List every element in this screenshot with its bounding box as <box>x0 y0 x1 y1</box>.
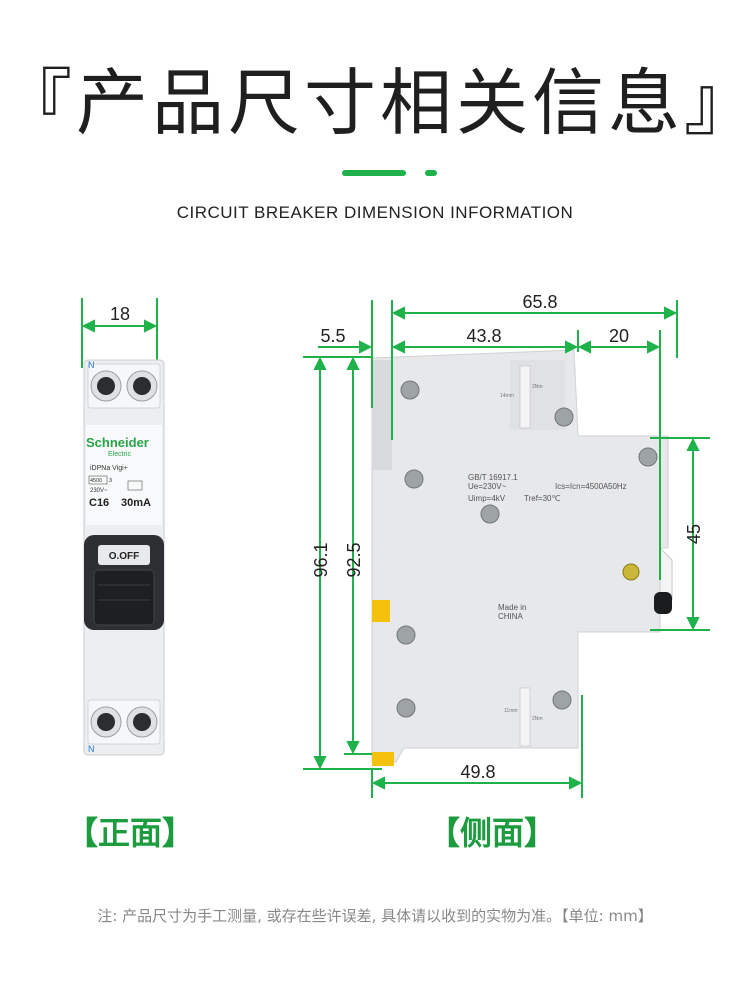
rating-box <box>88 475 108 485</box>
origin-country-text: CHINA <box>498 612 524 621</box>
front-breaker-body <box>83 359 165 756</box>
current-rating: C16 <box>89 497 109 509</box>
dim-middle-width: 43.8 <box>466 326 501 346</box>
torque-bottom: 2Nm <box>532 716 543 722</box>
side-view-label: 【侧面】 <box>428 814 557 852</box>
brand-sub: Electric <box>108 451 131 458</box>
subtitle: CIRCUIT BREAKER DIMENSION INFORMATION <box>176 203 574 222</box>
accent-bar-long <box>342 170 406 176</box>
dim-right-width: 20 <box>609 326 629 346</box>
standard-text: GB/T 16917.1 <box>468 473 518 482</box>
uimp-text: Uimp=4kV <box>468 494 506 503</box>
rating-box-value: 4500 <box>90 478 102 484</box>
front-width-value: 18 <box>110 304 130 324</box>
torque-top: 2Nm <box>532 384 543 390</box>
model-label: iDPNa Vigi+ <box>90 465 128 472</box>
front-bottom-terminal-mark: N <box>88 744 95 754</box>
dim-total-height: 96.1 <box>311 542 331 577</box>
ics-text: Ics=Icn=4500A <box>555 482 609 491</box>
dim-right-height: 45 <box>684 524 704 544</box>
strip-length-top: 14mm <box>500 393 514 399</box>
page-title: 『产品尺寸相关信息』 <box>0 61 750 145</box>
brand-logo: Schneider <box>86 435 149 450</box>
tref-text: Tref=30℃ <box>524 494 560 503</box>
dim-overall-width: 65.8 <box>522 292 557 312</box>
rating-class: 3 <box>109 478 112 484</box>
measurement-note: 注: 产品尺寸为手工测量, 或存在些许误差, 具体请以收到的实物为准。【单位: … <box>97 907 653 925</box>
rcd-symbol <box>127 480 143 491</box>
side-breaker-body <box>371 349 673 766</box>
voltage-label: 230V~ <box>90 488 108 494</box>
origin-text: Made in <box>498 603 526 612</box>
dim-body-height: 92.5 <box>344 542 364 577</box>
frequency-text: 50Hz <box>608 482 627 491</box>
side-dimension-lines <box>303 300 710 798</box>
front-view-label: 【正面】 <box>66 814 195 852</box>
side-screws <box>396 380 658 718</box>
front-width-dimension <box>81 298 158 368</box>
sensitivity-rating: 30mA <box>121 497 151 509</box>
toggle-label: O.OFF <box>109 551 140 562</box>
dim-left-offset: 5.5 <box>320 326 345 346</box>
ue-text: Ue=230V~ <box>468 482 507 491</box>
dim-base-width: 49.8 <box>460 762 495 782</box>
strip-length-bottom: 11mm <box>504 708 518 714</box>
accent-bar-short <box>425 170 437 176</box>
front-top-terminal-mark: N <box>88 360 95 370</box>
